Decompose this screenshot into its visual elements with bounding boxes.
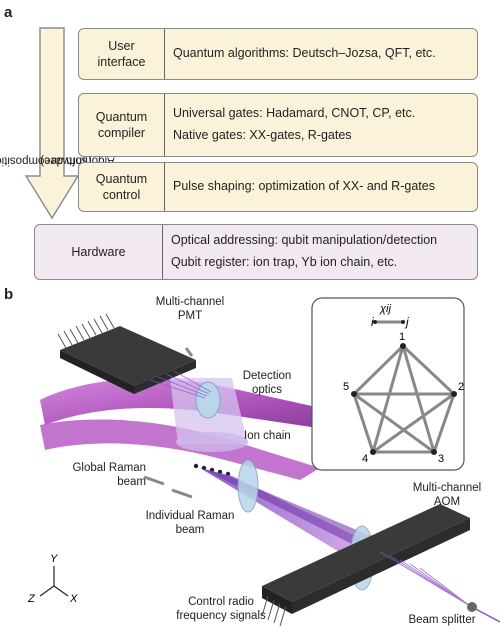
graph-node-2: 2 [458,381,464,393]
graph-node-j: j [404,315,409,329]
layer-name-line2: interface [97,55,146,69]
layer-name: Quantum compiler [79,94,165,156]
graph-node-5: 5 [343,381,349,393]
detection-lens [195,381,221,419]
individual-beam-arrow [171,488,193,499]
label-pmt: Multi-channel PMT [155,296,225,322]
desc-line: Universal gates: Hadamard, CNOT, CP, etc… [173,106,416,121]
desc-line: Quantum algorithms: Deutsch–Jozsa, QFT, … [173,46,436,61]
label-individual-beam: Individual Raman beam [145,510,235,536]
layer-name: Quantum control [79,163,165,211]
setup-illustration: Y Z X i j χij 1 2 3 4 5 [27,297,500,627]
desc-line: Optical addressing: qubit manipulation/d… [171,233,438,248]
pmt-arrow [184,347,194,357]
layer-hardware: Hardware Optical addressing: qubit manip… [34,224,478,280]
layer-name: Hardware [35,225,163,279]
layer-name-line1: Quantum [95,171,148,186]
layer-name: User interface [79,29,165,79]
panel-a-letter: a [4,4,13,21]
layer-quantum-control: Quantum control Pulse shaping: optimizati… [78,162,478,212]
software-arrow [24,27,80,220]
fan-beams [379,551,471,607]
coordinate-axes [39,566,69,597]
graph-nodes [351,343,457,455]
layer-name-line1: Quantum [95,109,148,124]
layer-desc: Quantum algorithms: Deutsch–Jozsa, QFT, … [165,29,477,79]
desc-line: Qubit register: ion trap, Yb ion chain, … [171,255,398,269]
graph-node-i: i [371,315,374,329]
pmt-chip [57,313,212,399]
layer-name-line2: control [102,188,141,202]
label-control-rf: Control radio frequency signals [176,596,266,622]
layer-name-line1: Hardware [71,244,126,259]
layer-name-line1: User [108,38,135,53]
panel-b-letter: b [4,286,14,303]
layer-user-interface: User interface Quantum algorithms: Deutsc… [78,28,478,80]
focusing-lens [237,459,259,513]
label-beam-splitter: Beam splitter [408,614,476,626]
layer-quantum-compiler: Quantum compiler Universal gates: Hadamar… [78,93,478,157]
label-detection-optics: Detection optics [242,370,292,396]
graph-edges [352,344,456,454]
label-global-beam: Global Raman beam [72,462,146,488]
layer-desc: Universal gates: Hadamard, CNOT, CP, etc… [165,94,477,156]
graph-node-4: 4 [362,453,368,465]
desc-line: Pulse shaping: optimization of XX- and R… [173,179,435,194]
layer-name-line2: compiler [97,126,146,140]
label-ion-chain: Ion chain [244,430,291,442]
layer-desc: Pulse shaping: optimization of XX- and R… [165,163,477,211]
beam-splitter [467,602,477,612]
global-beam-arrow [143,475,165,486]
axis-z-label: Z [27,593,36,605]
graph-edge-label: χij [379,303,391,315]
graph-node-3: 3 [438,453,444,465]
axis-x-label: X [69,593,78,605]
graph-node-1: 1 [399,331,405,343]
layer-desc: Optical addressing: qubit manipulation/d… [163,225,477,279]
axis-y-label: Y [50,553,58,565]
desc-line: Native gates: XX-gates, R-gates [173,128,352,142]
label-aom: Multi-channel AOM [412,482,482,508]
aom-chip [261,504,470,627]
